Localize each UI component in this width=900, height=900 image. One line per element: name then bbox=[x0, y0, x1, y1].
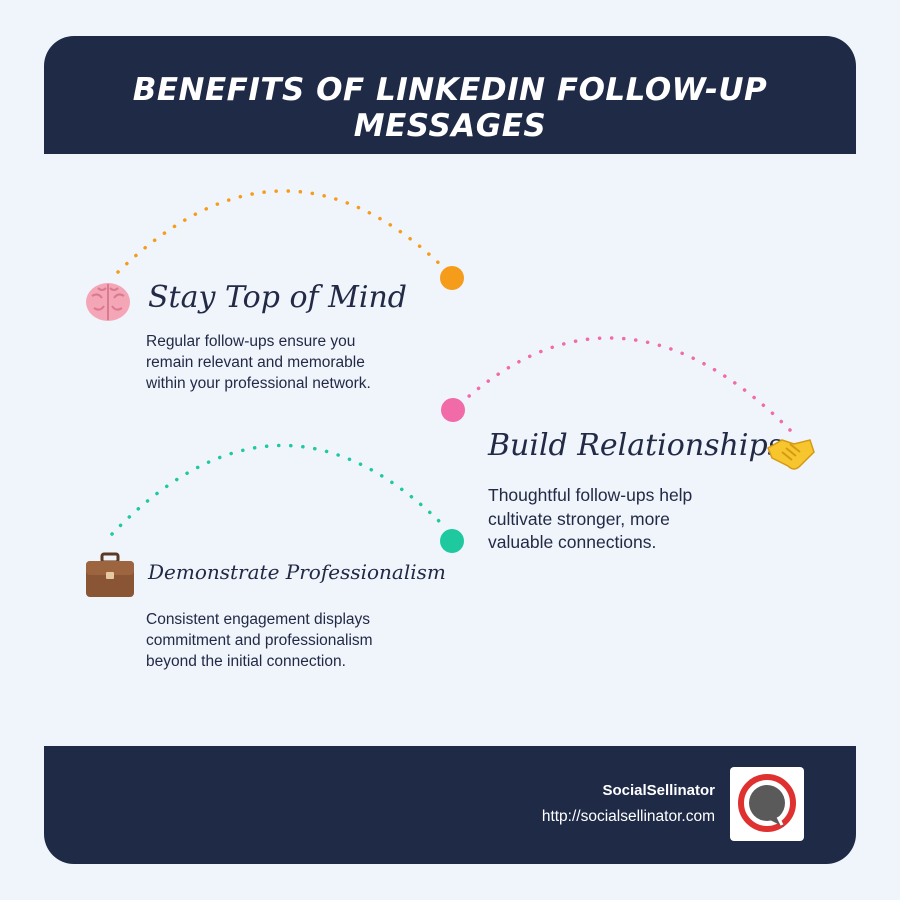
brand-name: SocialSellinator bbox=[602, 782, 715, 799]
dotted-arc-pink bbox=[458, 336, 792, 432]
benefit-description: Regular follow-ups ensure you remain rel… bbox=[146, 333, 371, 392]
benefit-title: Build Relationships bbox=[488, 428, 784, 463]
benefit-description: Consistent engagement displays commitmen… bbox=[146, 611, 373, 670]
benefit-title: Stay Top of Mind bbox=[148, 280, 407, 315]
dotted-arc-teal bbox=[110, 443, 448, 536]
benefit-description: Thoughtful follow-ups help cultivate str… bbox=[488, 485, 693, 553]
page-title: BENEFITS OF LINKEDIN FOLLOW-UP MESSAGES bbox=[132, 72, 768, 144]
socialsellinator-logo-icon bbox=[730, 767, 804, 841]
header-banner: BENEFITS OF LINKEDIN FOLLOW-UP MESSAGES bbox=[44, 36, 856, 154]
dotted-arc-orange bbox=[116, 189, 450, 274]
accent-dot-teal bbox=[440, 529, 464, 553]
accent-dot-orange bbox=[440, 266, 464, 290]
handshake-icon bbox=[767, 439, 815, 470]
accent-dot-pink bbox=[441, 398, 465, 422]
footer-banner: SocialSellinator http://socialsellinator… bbox=[44, 746, 856, 864]
brand-url[interactable]: http://socialsellinator.com bbox=[541, 808, 715, 825]
briefcase-icon bbox=[86, 552, 134, 597]
benefit-title: Demonstrate Professionalism bbox=[148, 560, 446, 584]
brain-icon bbox=[86, 283, 130, 321]
